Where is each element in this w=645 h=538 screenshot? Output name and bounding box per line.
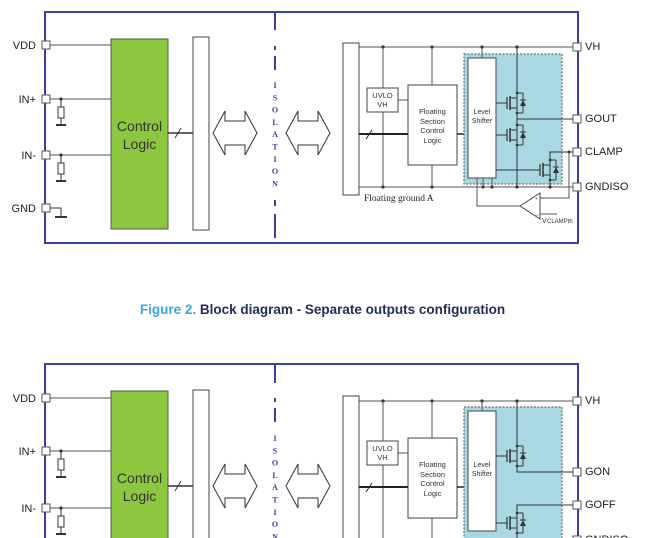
pin-gout: GOUT [572,113,617,125]
level-shifter2-label-2: Shifter [472,471,493,478]
pin-clamp: CLAMP [572,146,623,158]
uvlo-vh-block: UVLO VH [366,87,399,113]
floating-logic2-label-4: Logic [424,489,442,498]
level-shifter-label-2: Shifter [472,118,493,125]
pin2-label-vdd: VDD [13,393,36,405]
pin-gon: GON [572,466,610,478]
control-logic-block-2: Control Logic [110,390,169,538]
pin-label-gndiso: GNDISO [585,181,629,193]
floating-logic2-label-2: Section [420,470,445,479]
double-arrow-right [285,110,331,156]
pin-gndiso: GNDISO [572,181,629,193]
pin-label-vh: VH [585,41,600,53]
isolation-letter: A [272,483,278,492]
isolation-letter: T [272,496,278,505]
isolation-letter: L [272,471,277,480]
level-shifter-label-1: Level [474,109,491,116]
vclamp-subscript: CLAMPth [547,219,573,225]
tx-buffer-left-2 [192,389,210,538]
pin-label-gnd: GND [12,203,37,215]
isolation-letter: I [273,508,276,517]
floating-logic-label-1: Floating [419,107,446,116]
rx-buffer-right-2 [342,395,360,538]
isolation-letter: I [273,155,276,164]
figure-1-diagram: VDD IN+ IN- GND Control Logic [12,11,629,244]
isolation-letter: I [273,81,276,90]
vclamp-label: V [542,218,547,225]
double-arrow-left [212,110,258,156]
isolation-letter: O [272,520,278,529]
pin2-label-vh: VH [585,395,600,407]
control-logic-label-2: Logic [123,136,156,152]
control-logic-block: Control Logic [110,38,169,230]
pin-label-vdd: VDD [13,40,36,52]
pin-gnd: GND [12,203,67,218]
isolation-letter: I [273,434,276,443]
pin-label-in-plus: IN+ [19,94,36,106]
pin-gndiso-2: GNDISO [572,534,629,538]
pin-vdd: VDD [13,40,111,52]
uvlo2-vh-label: VH [377,453,387,462]
pin-label-clamp: CLAMP [585,146,623,158]
floating-logic2-label-3: Control [420,479,445,488]
isolation-letter: S [273,446,278,455]
control-logic-2-label-1: Control [117,470,162,486]
clamp-comparator: + − V CLAMPth [476,152,573,225]
isolation-letter: L [272,118,277,127]
double-arrow-left-2 [212,463,258,509]
figure-1-frame [44,11,579,244]
level-shifter2-label-1: Level [474,462,491,469]
pin-in-plus: IN+ [19,94,111,126]
bus-slash [174,127,182,139]
pin-goff: GOFF [572,499,616,511]
uvlo-label: UVLO [372,91,393,100]
pin-in-minus: IN- [21,150,111,182]
figure-title: Block diagram - Separate outputs configu… [199,302,506,317]
double-arrow-right-2 [285,463,331,509]
pin-in-minus-2: IN- [21,503,111,535]
floating-logic2-label-1: Floating [419,460,446,469]
figure-2-diagram: VDD IN+ IN- Control Logic [13,363,629,538]
pin2-label-gndiso: GNDISO [585,534,629,538]
svg-text:+: + [535,196,538,202]
isolation-letter: O [272,167,278,176]
pin-label-goff: GOFF [585,499,616,511]
svg-text:−: − [535,213,539,219]
figure-number: Figure 2. [139,302,197,317]
control-logic-2-label-2: Logic [123,488,156,504]
rx-buffer-right [342,42,360,196]
pin-label-in-minus: IN- [21,150,36,162]
pin2-label-in-minus: IN- [21,503,36,515]
floating-section-control-logic: Floating Section Control Logic [407,84,458,166]
isolation-letter: O [272,106,278,115]
pin2-label-in-plus: IN+ [19,446,36,458]
uvlo2-label: UVLO [372,444,393,453]
floating-section-control-logic-2: Floating Section Control Logic [407,437,458,519]
figure-caption: Figure 2. Block diagram - Separate outpu… [0,302,645,317]
floating-ground-label: Floating ground A [364,194,434,204]
pin-label-gout: GOUT [585,113,617,125]
isolation-letter: N [272,179,278,188]
control-logic-label-1: Control [117,118,162,134]
pin-vh-2: VH [572,395,600,407]
uvlo-vh-label: VH [377,100,387,109]
pin-label-gon: GON [585,466,610,478]
isolation-letter: O [272,459,278,468]
isolation-letter: N [272,532,278,538]
isolation-letter: T [272,143,278,152]
floating-logic-label-3: Control [420,126,445,135]
floating-logic-label-4: Logic [424,136,442,145]
pin-in-plus-2: IN+ [19,446,111,478]
tx-buffer-left [192,36,210,231]
floating-logic-label-2: Section [420,117,445,126]
isolation-letter: S [273,93,278,102]
isolation-letter: A [272,130,278,139]
uvlo-vh-block-2: UVLO VH [366,440,399,466]
level-shifter-block-2: Level Shifter [467,410,497,532]
pin-vdd-2: VDD [13,393,111,405]
level-shifter-block: Level Shifter [467,57,497,179]
pin-vh: VH [572,41,600,53]
